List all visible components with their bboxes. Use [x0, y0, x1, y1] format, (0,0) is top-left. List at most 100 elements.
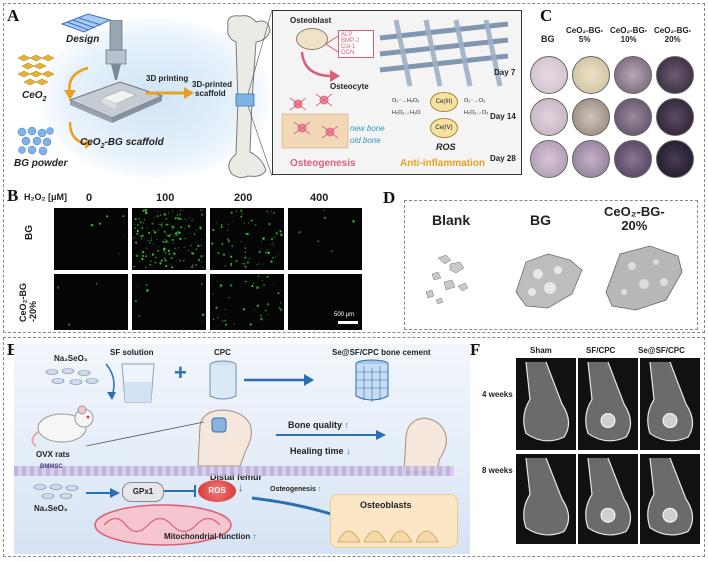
ct-bone-outline: [523, 361, 570, 442]
na2seo3-crystals-icon: [45, 368, 99, 385]
fluorescence-speck: [191, 252, 194, 255]
micrograph-ceo2-100: [132, 274, 206, 330]
fluorescence-speck: [330, 250, 333, 253]
fluorescence-speck: [180, 209, 182, 211]
dish-10-day28: [614, 140, 652, 178]
fluorescence-speck: [145, 283, 148, 286]
micrograph-ceo2-0: [54, 274, 128, 330]
panel-c-col-20: CeO₂-BG- 20%: [654, 26, 692, 44]
fluorescence-speck: [171, 238, 174, 241]
fluorescence-speck: [241, 262, 243, 264]
fluorescence-speck: [266, 303, 270, 306]
fluorescence-speck: [149, 260, 152, 263]
ct-bone-outline: [647, 457, 694, 536]
fluorescence-speck: [252, 282, 255, 284]
dish-20-day28: [656, 140, 694, 178]
fluorescence-speck: [147, 239, 149, 242]
fluorescence-speck: [201, 266, 204, 268]
fluorescence-speck: [246, 232, 249, 236]
healed-bone-icon: [403, 417, 447, 473]
fluorescence-speck: [251, 284, 254, 288]
osteogenesis-e-label: Osteogenesis ↑: [270, 486, 322, 493]
fluorescence-speck: [229, 284, 233, 287]
fluorescence-speck: [167, 212, 170, 214]
fluorescence-speck: [139, 217, 141, 219]
fluorescence-speck: [151, 222, 154, 225]
fluorescence-speck: [244, 251, 246, 253]
fluorescence-speck: [179, 260, 181, 262]
fluorescence-speck: [124, 236, 126, 238]
fluorescence-speck: [220, 284, 223, 287]
fluorescence-speck: [170, 257, 173, 260]
fluorescence-speck: [323, 209, 325, 212]
fluorescence-speck: [160, 224, 163, 227]
fluorescence-speck: [156, 215, 159, 218]
fluorescence-speck: [136, 232, 139, 235]
fluorescence-speck: [56, 286, 60, 289]
fluorescence-speck: [274, 255, 276, 257]
dish-bg-day28: [530, 140, 568, 178]
panel-label-e: E: [7, 340, 19, 359]
fluorescence-speck: [278, 307, 281, 309]
fluorescence-speck: [202, 209, 203, 211]
sf-beaker-icon: [121, 363, 155, 403]
fluorescence-speck: [260, 240, 262, 242]
panel-c-col-bg: BG: [541, 34, 555, 44]
ceo2-label: CeO2: [22, 90, 47, 103]
fluorescence-speck: [270, 260, 273, 263]
dish-5-day7: [572, 56, 610, 94]
panel-label-f: F: [470, 340, 481, 359]
fluorescence-speck: [230, 263, 233, 265]
fluorescence-speck: [279, 219, 281, 221]
fluorescence-speck: [241, 213, 243, 215]
fluorescence-speck: [134, 227, 137, 229]
fluorescence-speck: [141, 228, 143, 230]
fluorescence-speck: [148, 241, 151, 244]
fluorescence-speck: [182, 210, 184, 212]
na2seo3-bottom-crystals-icon: [33, 484, 79, 499]
fluorescence-speck: [135, 241, 138, 244]
fluorescence-speck: [260, 314, 262, 317]
ros-down-arrow: ↓: [238, 482, 244, 494]
fluorescence-speck: [248, 258, 251, 260]
micrograph-bg-0: [54, 208, 128, 270]
dish-20-day7: [656, 56, 694, 94]
marker-bmp2: BMP-2: [341, 38, 360, 44]
panel-b-conc-200: 200: [234, 192, 253, 204]
fluorescence-speck: [275, 232, 278, 235]
panel-label-c: C: [540, 6, 553, 25]
panel-f-col-sham: Sham: [530, 346, 552, 355]
fluorescence-speck: [221, 242, 224, 245]
osteoblasts-label: Osteoblasts: [360, 500, 412, 510]
ct-bone-outline: [585, 457, 632, 536]
fluorescence-speck: [215, 306, 218, 309]
fluorescence-speck: [143, 219, 146, 221]
fluorescence-speck: [172, 242, 174, 244]
fluorescence-speck: [244, 265, 247, 269]
panel-f-col-sfcpc: SF/CPC: [586, 346, 616, 355]
scale-bar-label: 500 μm: [334, 312, 355, 318]
fluorescence-speck: [158, 223, 160, 226]
fluorescence-speck: [220, 226, 223, 229]
fluorescence-speck: [184, 228, 186, 230]
fluorescence-speck: [197, 244, 200, 248]
na2seo3-bottom-label: Na₂SeO₃: [34, 504, 68, 513]
osteoblast-cells-row-icon: [337, 530, 439, 543]
scale-bar: [338, 321, 358, 324]
fluorescence-speck: [122, 215, 125, 217]
printer-nozzle-icon: [105, 20, 127, 80]
fluorescence-speck: [228, 297, 230, 299]
cement-label: Se@SF/CPC bone cement: [332, 348, 431, 357]
fluorescence-speck: [119, 253, 121, 255]
fluorescence-speck: [157, 249, 160, 252]
panel-b-conc-0: 0: [86, 192, 93, 204]
osteoblast-label: Osteoblast: [290, 16, 332, 25]
dish-bg-day7: [530, 56, 568, 94]
printing-arrow-icon: [146, 87, 194, 99]
cpc-label: CPC: [214, 348, 231, 357]
na2seo3-top-label: Na₂SeO₃: [54, 354, 88, 363]
panel-b-conc-400: 400: [310, 192, 329, 204]
panel-c-col-5: CeO₂-BG- 5%: [566, 26, 604, 44]
fluorescence-speck: [157, 246, 159, 248]
